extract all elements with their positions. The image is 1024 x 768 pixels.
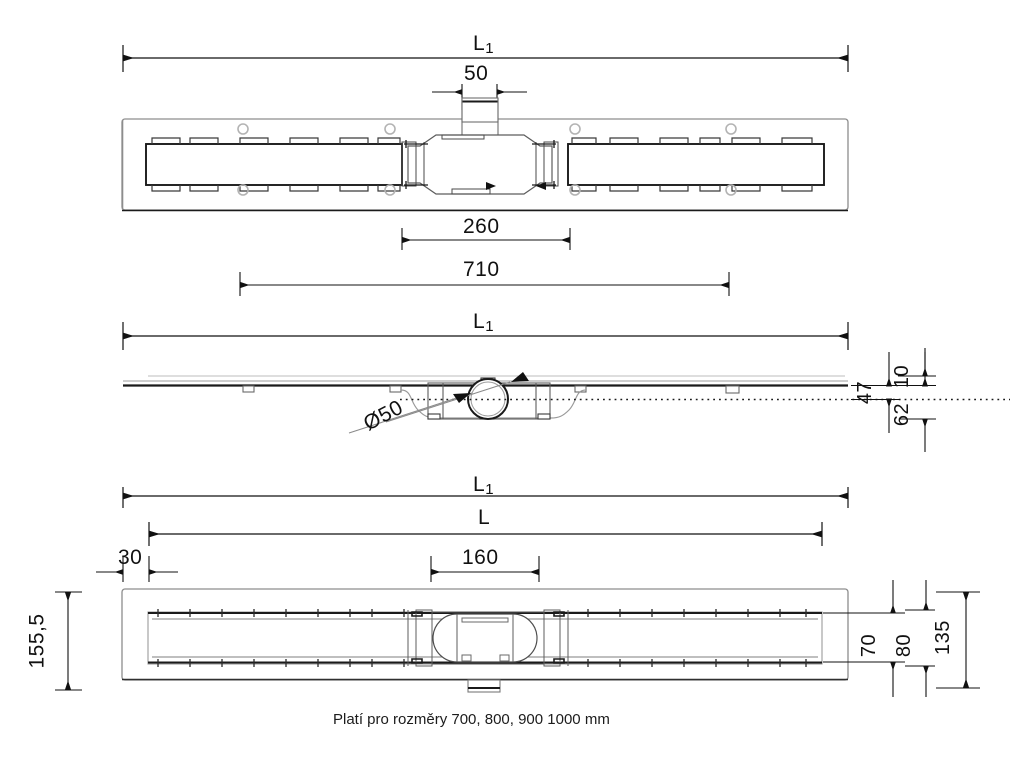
dim-label-30: 30 <box>118 546 143 569</box>
top-view-center-body <box>407 134 553 195</box>
bottom-view-center-trap <box>432 613 538 663</box>
top-view-center-detail <box>401 134 559 195</box>
bottom-view-dimension-135 <box>936 591 980 689</box>
dim-label-155-5: 155,5 <box>25 613 49 669</box>
bottom-view-rib-marks <box>157 609 807 667</box>
bottom-view-dimension-160 <box>430 556 540 582</box>
side-view-dimension-47 <box>851 352 900 433</box>
dim-label-70: 70 <box>858 633 881 658</box>
top-view-dimension-L1 <box>122 45 849 72</box>
top-view-left-grate <box>145 137 403 192</box>
dim-label-L1-bottom: L1 <box>473 473 495 498</box>
top-view-right-grate <box>567 137 825 192</box>
side-view-dimension-10 <box>898 348 936 377</box>
dim-label-135: 135 <box>931 620 954 655</box>
top-view-geometry <box>121 97 849 212</box>
top-view-screws <box>237 123 737 196</box>
bottom-view-outlet-stub <box>467 679 501 693</box>
bottom-view-dimension-80 <box>905 580 935 697</box>
dim-label-L1-top: L1 <box>473 32 495 57</box>
side-view-dimension-L1 <box>122 322 849 350</box>
top-view-arrow-marks <box>486 182 546 190</box>
dim-label-80: 80 <box>893 633 916 658</box>
dim-label-50: 50 <box>464 62 489 85</box>
dim-label-260: 260 <box>463 215 500 238</box>
bottom-view-dimension-70 <box>823 580 905 697</box>
dim-label-10: 10 <box>891 364 914 389</box>
dim-label-L-bottom: L <box>478 506 491 529</box>
side-view-leader-d50 <box>348 381 511 434</box>
dim-label-62: 62 <box>891 402 914 427</box>
bottom-view-dimension-155-5 <box>55 591 82 691</box>
top-view-dimension-260 <box>401 228 571 250</box>
top-view-dimension-710 <box>239 272 730 296</box>
side-view-geometry <box>123 372 1010 434</box>
bottom-view-dimension-L1 <box>122 487 849 508</box>
dim-label-47: 47 <box>854 380 877 405</box>
dim-label-L1-side: L1 <box>473 310 495 335</box>
dim-label-160: 160 <box>462 546 499 569</box>
dim-label-710: 710 <box>463 258 500 281</box>
bottom-view-dimension-L <box>148 522 823 546</box>
bottom-view-dimension-30 <box>96 556 178 582</box>
bottom-view-geometry <box>121 588 849 693</box>
drawing-caption: Platí pro rozměry 700, 800, 900 1000 mm <box>333 711 610 728</box>
